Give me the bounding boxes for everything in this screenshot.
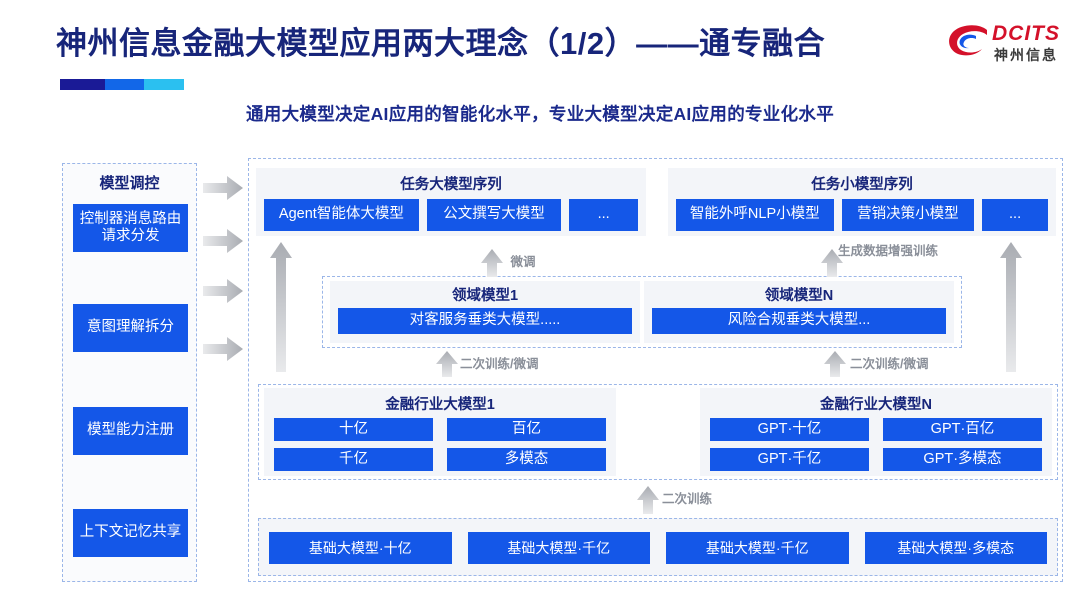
domain-model-1-row: 对客服务垂类大模型..... [330,305,640,340]
right-arrow-icon-4 [203,337,243,361]
domain-box-customer-service[interactable]: 对客服务垂类大模型..... [338,308,632,334]
domain-model-band [322,276,962,348]
industry-box-100b[interactable]: 千亿 [274,448,433,471]
industry-model-1-grid: 十亿 百亿 千亿 多模态 [264,414,616,479]
swoosh-icon [946,24,990,64]
domain-box-risk-compliance[interactable]: 风险合规垂类大模型... [652,308,946,334]
industry-box-gpt-1b[interactable]: GPT·十亿 [710,418,869,441]
industry-box-10b[interactable]: 百亿 [447,418,606,441]
control-item-context-memory[interactable]: 上下文记忆共享 [73,509,188,557]
task-large-model-title: 任务大模型序列 [400,177,502,193]
domain-model-n-row: 风险合规垂类大模型... [644,305,954,340]
task-box-document[interactable]: 公文撰写大模型 [426,199,562,231]
domain-model-1-panel: 领域模型1 对客服务垂类大模型..... [330,281,640,343]
up-arrow-icon-retrain-base [637,486,659,514]
logo-wordmark: DCITS [992,22,1060,45]
control-column-title: 模型调控 [99,175,160,192]
domain-model-n-title: 领域模型N [764,288,834,304]
domain-model-n-panel: 领域模型N 风险合规垂类大模型... [644,281,954,343]
up-arrow-icon-tall-right [1000,242,1022,372]
arrow-label-finetune-left: 微调 [510,255,536,269]
task-small-model-panel: 任务小模型序列 智能外呼NLP小模型 营销决策小模型 ... [668,168,1056,236]
control-item-intent[interactable]: 意图理解拆分 [73,304,188,352]
base-box-multimodal[interactable]: 基础大模型·多模态 [864,532,1047,564]
dcits-logo: DCITS 神州信息 [946,20,1066,72]
base-model-band: 基础大模型·十亿 基础大模型·千亿 基础大模型·千亿 基础大模型·多模态 [258,518,1058,576]
industry-box-gpt-multimodal[interactable]: GPT·多模态 [883,448,1042,471]
industry-model-n-grid: GPT·十亿 GPT·百亿 GPT·千亿 GPT·多模态 [700,414,1052,479]
task-small-model-row: 智能外呼NLP小模型 营销决策小模型 ... [668,194,1056,238]
industry-box-1b[interactable]: 十亿 [274,418,433,441]
industry-model-n-panel: 金融行业大模型N GPT·十亿 GPT·百亿 GPT·千亿 GPT·多模态 [700,388,1052,476]
industry-model-1-title: 金融行业大模型1 [385,397,495,413]
industry-box-multimodal[interactable]: 多模态 [447,448,606,471]
base-box-1b[interactable]: 基础大模型·十亿 [269,532,452,564]
task-small-model-title: 任务小模型序列 [811,177,913,193]
industry-box-gpt-10b[interactable]: GPT·百亿 [883,418,1042,441]
industry-model-band [258,384,1058,480]
architecture-frame [248,158,1063,582]
task-box-more-small[interactable]: ... [982,199,1048,231]
task-box-more[interactable]: ... [569,199,638,231]
up-arrow-icon-finetune-left [481,249,503,277]
up-arrow-icon-tall-left [270,242,292,372]
arrow-label-retrain-base: 二次训练 [662,492,713,506]
base-model-row: 基础大模型·十亿 基础大模型·千亿 基础大模型·千亿 基础大模型·多模态 [259,519,1057,575]
accent-seg-3 [144,79,184,90]
task-box-outbound-nlp[interactable]: 智能外呼NLP小模型 [676,199,834,231]
up-arrow-icon-retrain-left [436,351,458,377]
task-box-marketing-decision[interactable]: 营销决策小模型 [841,199,975,231]
arrow-label-retrain-finetune-left: 二次训练/微调 [460,357,539,371]
industry-model-1-panel: 金融行业大模型1 十亿 百亿 千亿 多模态 [264,388,616,476]
arrow-label-data-augment: 生成数据增强训练 [837,244,938,258]
base-box-100b-a[interactable]: 基础大模型·千亿 [467,532,650,564]
control-column: 模型调控 控制器消息路由请求分发 意图理解拆分 模型能力注册 上下文记忆共享 [62,163,197,582]
accent-seg-1 [60,79,105,90]
logo-cn-name: 神州信息 [994,47,1058,63]
domain-model-1-title: 领域模型1 [451,288,519,304]
right-arrow-icon-2 [203,229,243,253]
industry-model-n-title: 金融行业大模型N [820,397,932,413]
accent-seg-2 [104,79,145,90]
accent-bar [60,79,184,90]
control-item-router[interactable]: 控制器消息路由请求分发 [73,204,188,252]
industry-box-gpt-100b[interactable]: GPT·千亿 [710,448,869,471]
arrow-label-retrain-finetune-right: 二次训练/微调 [850,357,929,371]
right-arrow-icon-3 [203,279,243,303]
up-arrow-icon-retrain-right [824,351,846,377]
base-box-100b-b[interactable]: 基础大模型·千亿 [666,532,849,564]
control-item-capability-register[interactable]: 模型能力注册 [73,407,188,455]
page-title: 神州信息金融大模型应用两大理念（1/2）——通专融合 [56,26,826,61]
page-subtitle: 通用大模型决定AI应用的智能化水平，专业大模型决定AI应用的专业化水平 [246,104,834,124]
task-large-model-panel: 任务大模型序列 Agent智能体大模型 公文撰写大模型 ... [256,168,646,236]
up-arrow-icon-augment [821,249,843,277]
task-box-agent[interactable]: Agent智能体大模型 [264,199,419,231]
task-large-model-row: Agent智能体大模型 公文撰写大模型 ... [256,194,646,238]
right-arrow-icon-1 [203,176,243,200]
